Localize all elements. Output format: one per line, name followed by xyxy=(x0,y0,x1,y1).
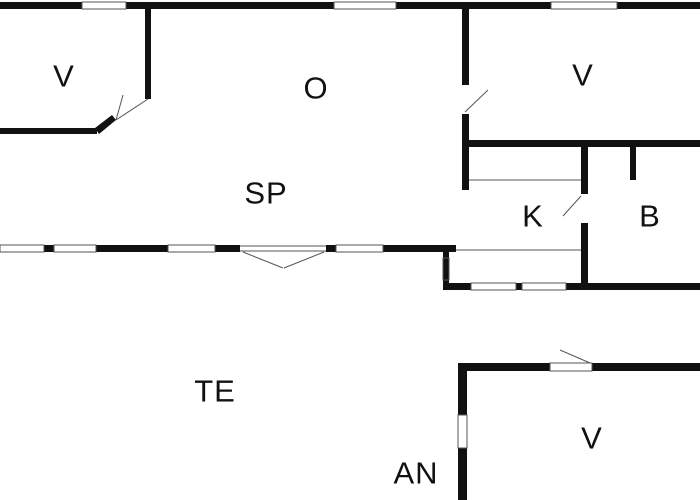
room-label-o: O xyxy=(303,70,329,106)
window xyxy=(53,244,97,253)
wall-horizontal xyxy=(215,245,240,252)
wall-horizontal xyxy=(458,363,550,371)
wall-horizontal xyxy=(443,283,471,290)
window xyxy=(457,414,468,449)
room-label-v-top-right: V xyxy=(572,57,594,93)
door-leaf xyxy=(283,251,325,269)
wall-vertical xyxy=(458,448,467,500)
window xyxy=(442,257,450,281)
door-opening xyxy=(549,362,593,372)
wall-horizontal xyxy=(0,128,97,134)
wall-vertical xyxy=(462,9,469,85)
wall-stub xyxy=(630,147,636,180)
wall-vertical xyxy=(581,223,588,287)
window xyxy=(167,244,216,253)
wall-horizontal xyxy=(44,245,54,252)
window xyxy=(335,244,384,253)
wall-top xyxy=(126,2,334,9)
wall-diagonal xyxy=(95,115,116,134)
room-label-v-top-left: V xyxy=(53,58,75,94)
room-label-v-bottom-right: V xyxy=(581,420,603,456)
wall-horizontal xyxy=(469,140,700,147)
door-leaf xyxy=(115,94,124,121)
window xyxy=(521,282,567,291)
door-leaf xyxy=(242,251,284,269)
wall-top xyxy=(0,2,82,9)
wall-vertical xyxy=(462,114,469,190)
wall-vertical xyxy=(458,371,467,415)
wall-horizontal xyxy=(326,245,336,252)
room-label-an: AN xyxy=(393,455,439,491)
wall-horizontal xyxy=(592,363,700,371)
wall-vertical xyxy=(145,9,151,99)
room-label-te: TE xyxy=(194,373,236,409)
window xyxy=(0,244,45,253)
room-label-k: K xyxy=(522,198,544,234)
wall-vertical xyxy=(443,245,449,290)
door-leaf xyxy=(559,349,591,364)
door-leaf xyxy=(115,98,149,121)
wall-horizontal xyxy=(96,245,168,252)
wall-vertical xyxy=(581,147,588,194)
room-label-sp: SP xyxy=(244,175,288,211)
wall-top xyxy=(396,2,551,9)
window xyxy=(470,282,517,291)
wall-top xyxy=(617,2,700,9)
wall-horizontal xyxy=(383,245,456,252)
door-leaf xyxy=(562,195,582,217)
wall-horizontal xyxy=(516,283,522,290)
wall-horizontal xyxy=(566,283,700,290)
window xyxy=(333,1,397,10)
window xyxy=(550,1,618,10)
room-label-b: B xyxy=(639,198,661,234)
window xyxy=(81,1,127,10)
door-leaf xyxy=(464,89,489,113)
